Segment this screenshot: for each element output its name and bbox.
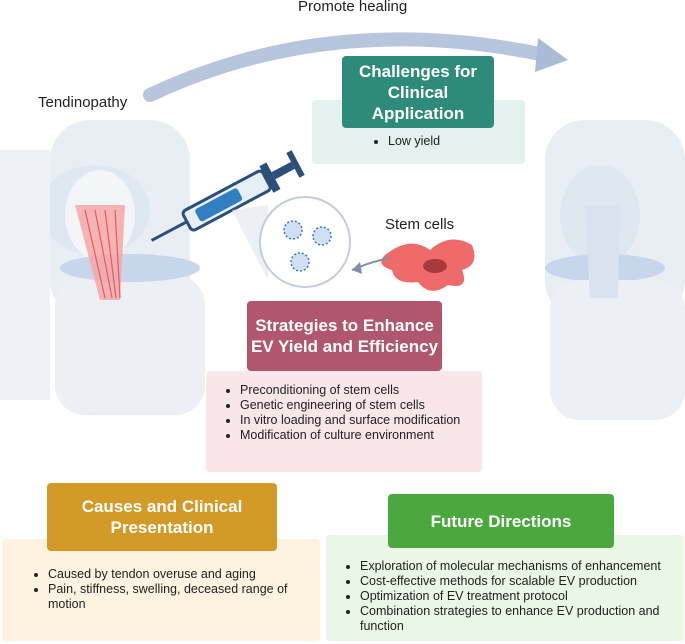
strategies-title: Strategies to Enhance EV Yield and Effic… [247, 301, 442, 371]
list-item: Genetic engineering of stem cells [240, 398, 490, 413]
causes-panel: Caused by tendon overuse and aging Pain,… [2, 539, 320, 641]
arrow-head-icon [535, 38, 568, 72]
list-item: Pain, stiffness, swelling, deceased rang… [48, 582, 313, 612]
challenges-title: Challenges for Clinical Application [342, 56, 494, 128]
healed-knee-joint-icon [545, 120, 685, 420]
future-panel: Exploration of molecular mechanisms of e… [326, 535, 684, 641]
list-item: Low yield [388, 134, 440, 149]
strategies-panel: Preconditioning of stem cells Genetic en… [206, 371, 482, 472]
list-item: Optimization of EV treatment protocol [360, 589, 685, 604]
list-item: Cost-effective methods for scalable EV p… [360, 574, 685, 589]
list-item: Combination strategies to enhance EV pro… [360, 604, 685, 634]
future-title: Future Directions [388, 494, 614, 548]
future-list: Exploration of molecular mechanisms of e… [344, 559, 685, 634]
list-item: Modification of culture environment [240, 428, 490, 443]
stem-cells-label: Stem cells [385, 216, 455, 233]
challenges-list: Low yield [372, 134, 440, 149]
promote-healing-label: Promote healing [298, 0, 408, 15]
list-item: Caused by tendon overuse and aging [48, 567, 313, 582]
list-item: Preconditioning of stem cells [240, 383, 490, 398]
knee-joint-icon [0, 120, 205, 415]
tendinopathy-label: Tendinopathy [38, 94, 128, 111]
list-item: Exploration of molecular mechanisms of e… [360, 559, 685, 574]
vesicle-icon [259, 196, 351, 288]
stem-cell-icon [381, 239, 475, 291]
syringe-icon [150, 150, 305, 242]
causes-title: Causes and Clinical Presentation [47, 483, 277, 551]
list-item: In vitro loading and surface modificatio… [240, 413, 490, 428]
causes-list: Caused by tendon overuse and aging Pain,… [32, 567, 313, 612]
promote-healing-arrow [143, 32, 552, 102]
strategies-list: Preconditioning of stem cells Genetic en… [224, 383, 490, 443]
